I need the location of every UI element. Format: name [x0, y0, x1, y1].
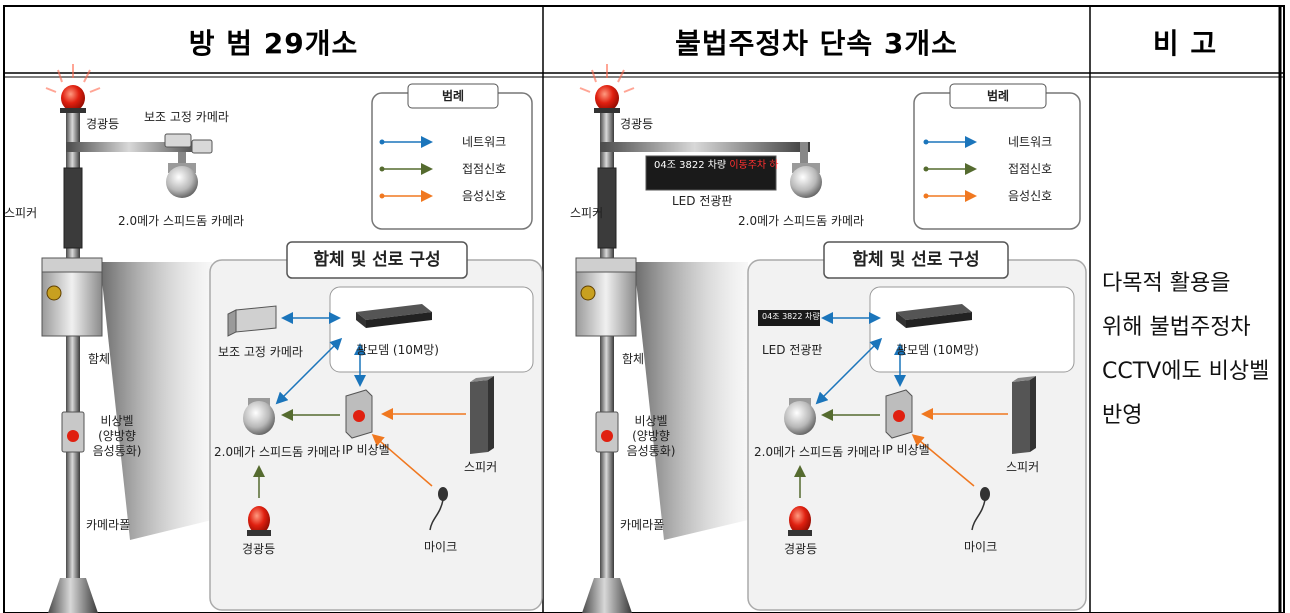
box-label-ip-bell: IP 비상벨: [342, 443, 390, 457]
legend-item-network: 네트워크: [462, 135, 507, 149]
speed-dome-camera-icon: [166, 152, 198, 198]
link-mic-bell: [371, 434, 433, 487]
parking-box-label-led: LED 전광판: [762, 343, 823, 357]
parking-optical-modem-icon: [896, 304, 972, 328]
parking-box-speed-dome-icon: [784, 398, 816, 435]
box-label-modem: 광모뎀 (10M망): [356, 343, 439, 357]
parking-legend-item-voice: 음성신호: [1008, 189, 1053, 203]
parking-microphone-icon: [971, 487, 990, 531]
box-speed-dome-icon: [243, 398, 275, 435]
led-sign-text: 04조 3822 차량 이동주차 하: [654, 160, 779, 171]
box-label-speed-dome: 2.0메가 스피드돔 카메라: [214, 445, 341, 459]
remark-line-2: 위해 불법주정차: [1102, 315, 1251, 340]
box-label-speaker: 스피커: [464, 460, 498, 474]
parking-label-led: LED 전광판: [672, 194, 733, 208]
box-label-aux-camera: 보조 고정 카메라: [218, 345, 303, 359]
parking-label-camera-pole: 카메라폴: [620, 518, 665, 532]
parking-legend-item-network: 네트워크: [1008, 135, 1053, 149]
optical-modem-icon: [356, 304, 432, 328]
parking-box-label-mic: 마이크: [964, 540, 998, 554]
parking-box-speaker-icon: [1012, 376, 1036, 454]
aux-fixed-camera-icon: [164, 133, 213, 154]
box-title: 함체 및 선로 구성: [313, 250, 441, 270]
parking-enclosure-box-icon: [575, 257, 637, 337]
parking-box-label-beacon: 경광등: [784, 542, 818, 556]
box-led-sign-icon: [758, 310, 820, 326]
box-led-sign-text: 04조 3822 차량: [762, 312, 820, 321]
parking-box-beacon-icon: [788, 506, 812, 536]
led-sign-icon: [645, 155, 777, 191]
link-dome-modem: [275, 337, 343, 405]
label-speed-dome: 2.0메가 스피드돔 카메라: [118, 214, 245, 228]
parking-legend-title: 범례: [986, 89, 1010, 103]
legend-item-voice: 음성신호: [462, 189, 507, 203]
box-speaker-icon: [470, 376, 494, 454]
remark-text: 다목적 활용을 위해 불법주정차 CCTV에도 비상벨 반영: [1102, 262, 1282, 438]
crime-panel-graphics: [41, 64, 543, 613]
pole-speaker-icon: [63, 167, 83, 249]
microphone-icon: [429, 487, 448, 531]
label-pole-speaker: 스피커: [4, 206, 38, 220]
label-beacon: 경광등: [86, 117, 120, 131]
parking-label-enclosure: 함체: [622, 352, 645, 366]
parking-label-beacon: 경광등: [620, 117, 654, 131]
parking-label-pole-speaker: 스피커: [570, 206, 604, 220]
parking-label-speed-dome: 2.0메가 스피드돔 카메라: [738, 214, 865, 228]
parking-beacon-light-icon: [579, 64, 635, 113]
enclosure-box-icon: [41, 257, 103, 337]
parking-ip-emergency-bell-icon: [885, 389, 913, 439]
parking-pole-speaker-icon: [597, 167, 617, 249]
parking-box-label-speaker: 스피커: [1006, 460, 1040, 474]
parking-box-label-speed-dome: 2.0메가 스피드돔 카메라: [754, 445, 881, 459]
pole-emergency-bell-icon: [61, 411, 85, 453]
legend-title: 범례: [441, 89, 465, 103]
header-crime-prevention: 방 범 29개소: [188, 27, 359, 60]
label-camera-pole: 카메라폴: [86, 518, 131, 532]
remark-line-4: 반영: [1102, 403, 1143, 428]
box-label-beacon: 경광등: [242, 542, 276, 556]
parking-legend-item-contact: 접점신호: [1008, 162, 1053, 176]
label-aux-fixed-camera: 보조 고정 카메라: [144, 110, 229, 124]
beacon-light-icon: [45, 64, 101, 113]
remark-line-3: CCTV에도 비상벨: [1102, 359, 1270, 384]
remark-line-1: 다목적 활용을: [1102, 271, 1231, 296]
parking-box-title: 함체 및 선로 구성: [852, 250, 980, 270]
ip-emergency-bell-icon: [345, 389, 373, 439]
box-beacon-icon: [247, 506, 271, 536]
parking-panel-graphics: [575, 64, 1087, 613]
box-aux-camera-icon: [227, 305, 277, 337]
parking-speed-dome-icon: [790, 163, 822, 198]
parking-box-label-modem: 광모뎀 (10M망): [896, 343, 979, 357]
legend-item-contact: 접점신호: [462, 162, 507, 176]
parking-box-label-ip-bell: IP 비상벨: [882, 443, 930, 457]
header-illegal-parking: 불법주정차 단속 3개소: [675, 27, 958, 60]
parking-pole-emergency-bell-icon: [595, 411, 619, 453]
header-remarks: 비 고: [1152, 27, 1218, 60]
label-enclosure: 함체: [88, 352, 111, 366]
box-label-mic: 마이크: [424, 540, 458, 554]
